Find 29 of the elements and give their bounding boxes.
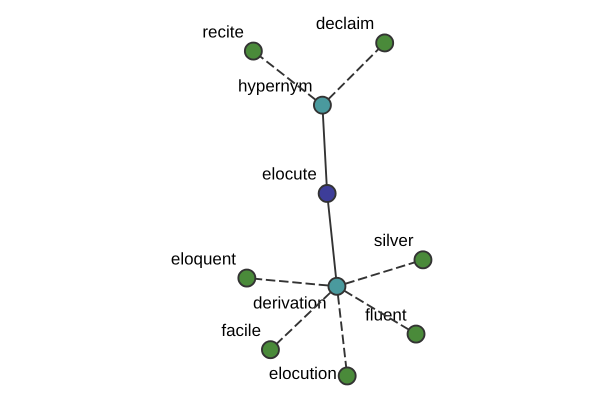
node-circle [375, 34, 394, 52]
connector [260, 56, 316, 100]
connector [276, 292, 331, 344]
node-label: eloquent [170, 249, 236, 268]
node-circle [312, 96, 332, 115]
node-label: elocution [268, 364, 337, 384]
connector [327, 202, 337, 278]
node-circle [414, 250, 432, 270]
connector [345, 262, 415, 285]
connector [344, 290, 410, 330]
node-circle [406, 324, 426, 344]
node-circle [318, 184, 337, 203]
node-label: recite [202, 22, 244, 42]
node-circle [237, 268, 256, 288]
node-circle [244, 42, 263, 60]
connector [322, 114, 328, 185]
node-circle [261, 340, 280, 360]
connector [256, 278, 328, 286]
node-label: derivation [252, 293, 327, 312]
node-label: elocute [262, 164, 317, 184]
node-circle [328, 276, 346, 296]
node-label: facile [221, 320, 262, 340]
node-label: declaim [316, 14, 374, 34]
node-label: fluent [365, 305, 407, 324]
node-label: silver [374, 231, 414, 250]
connector [337, 295, 348, 368]
connector [328, 48, 379, 100]
node-circle [338, 366, 357, 386]
node-label: hypernym [238, 76, 313, 96]
